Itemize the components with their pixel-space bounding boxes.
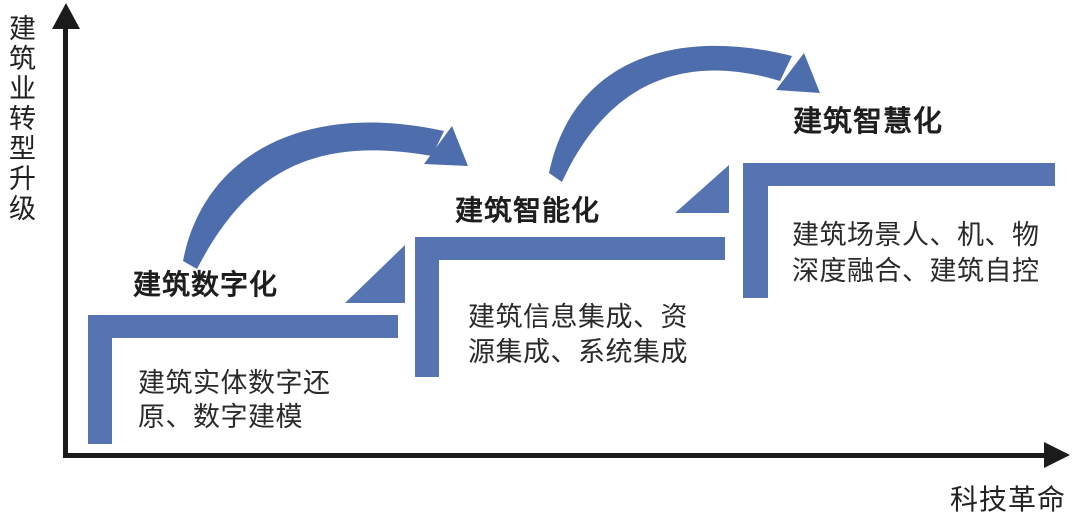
- y-axis-line: [63, 18, 68, 458]
- x-axis-line: [63, 453, 1048, 458]
- x-axis-label: 科技革命: [950, 485, 1067, 516]
- step-3-riser-bar: [743, 163, 768, 298]
- step-2-riser-bar: [415, 237, 439, 377]
- step-3-tread-bar: [743, 163, 1055, 186]
- step-2-ramp-triangle-icon: [345, 245, 405, 303]
- step-2-tread-bar: [415, 237, 725, 260]
- step-1-tread-bar: [88, 315, 398, 338]
- step-1-riser-bar: [88, 315, 112, 444]
- step-3-description: 建筑场景人、机、物深度融合、建筑自控: [792, 220, 1040, 286]
- step-2-title: 建筑智能化: [455, 196, 601, 227]
- y-axis-arrow-icon: [52, 3, 80, 29]
- x-axis-arrow-icon: [1044, 442, 1070, 468]
- y-axis-label: 建筑业转型升级: [5, 14, 35, 224]
- step-3-title: 建筑智慧化: [793, 106, 944, 138]
- step-1-description: 建筑实体数字还原、数字建模: [138, 368, 331, 432]
- step-2-description: 建筑信息集成、资源集成、系统集成: [468, 302, 688, 367]
- step-1-title: 建筑数字化: [133, 270, 279, 301]
- curved-arrow-2-icon: [549, 45, 820, 182]
- step-3-ramp-triangle-icon: [675, 165, 729, 213]
